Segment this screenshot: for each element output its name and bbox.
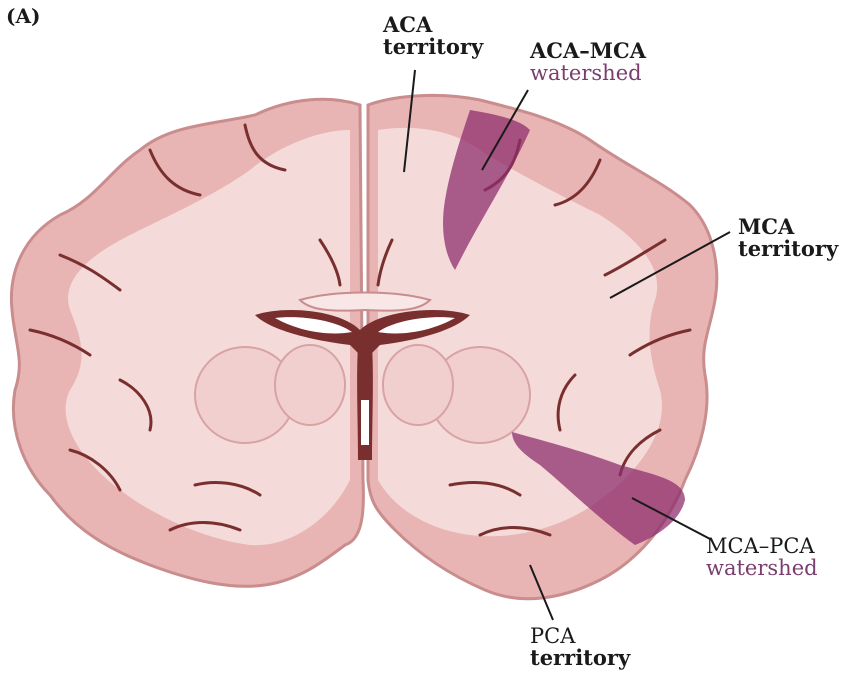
mca-pca-watershed-label-line1: MCA–PCA	[706, 535, 818, 557]
mca-pca-watershed-label: MCA–PCA watershed	[706, 535, 818, 579]
pca-territory-label: PCA territory	[530, 625, 630, 669]
right-thalamus	[383, 345, 453, 425]
corpus-callosum	[300, 293, 430, 311]
panel-label: (A)	[6, 4, 40, 28]
third-ventricle-lumen	[361, 400, 369, 445]
mca-territory-label: MCA territory	[738, 216, 838, 260]
aca-territory-label-line1: ACA	[383, 14, 483, 36]
mca-territory-label-line2: territory	[738, 238, 838, 260]
aca-territory-label-line2: territory	[383, 36, 483, 58]
aca-mca-watershed-label-line1: ACA–MCA	[530, 40, 646, 62]
mca-pca-watershed-label-line2: watershed	[706, 557, 818, 579]
left-thalamus	[275, 345, 345, 425]
aca-territory-label: ACA territory	[383, 14, 483, 58]
mca-territory-label-line1: MCA	[738, 216, 838, 238]
pca-territory-label-line2: territory	[530, 647, 630, 669]
pca-territory-label-line1: PCA	[530, 625, 630, 647]
aca-mca-watershed-label: ACA–MCA watershed	[530, 40, 646, 84]
aca-mca-watershed-label-line2: watershed	[530, 62, 646, 84]
